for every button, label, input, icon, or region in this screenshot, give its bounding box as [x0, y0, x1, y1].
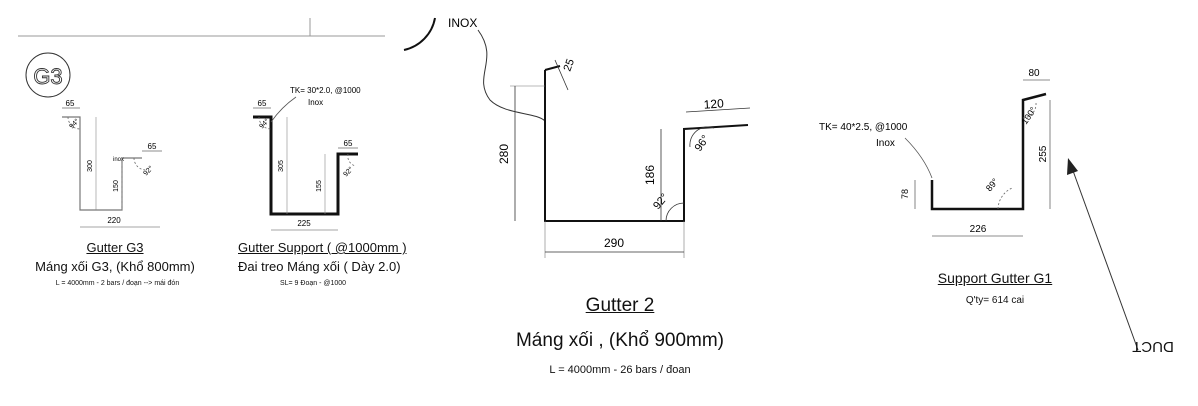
dim-label: 92° — [142, 164, 155, 177]
dim-label: 92° — [342, 165, 355, 178]
g1-profile — [930, 92, 1047, 211]
dim-label: 65 — [148, 142, 157, 151]
g1-quantity: Q'ty= 614 cai — [965, 295, 1025, 306]
g3-subtitle: Máng xối G3, (Khổ 800mm) — [35, 259, 195, 274]
dim-label: 89° — [984, 176, 1001, 193]
dim-label: 186 — [643, 165, 657, 185]
dim-label: 65 — [66, 99, 75, 108]
callout-arrow — [1071, 167, 1139, 351]
dim-label: 92° — [651, 191, 671, 211]
dim-label: 220 — [107, 216, 121, 225]
dim-label: 25 — [562, 57, 577, 73]
g1-title: Support Gutter G1 — [937, 270, 1053, 286]
angle-arc — [1022, 102, 1037, 119]
dim-label: 120 — [703, 96, 724, 111]
panel-g3: G3 65 94° 300 inox 150 65 92° 220 — [18, 18, 385, 228]
gutter2-profile — [544, 70, 749, 222]
support-spec: TK= 30*2.0, @1000 — [290, 86, 361, 95]
dim-label: 300 — [87, 160, 94, 172]
arrowhead-icon — [1067, 158, 1078, 175]
leader-line — [270, 96, 297, 123]
g1-material: Inox — [876, 138, 895, 149]
support-material: Inox — [308, 98, 323, 107]
dim-label: 225 — [297, 219, 311, 228]
angle-arc — [258, 116, 272, 130]
leader-line — [477, 29, 546, 122]
dim-label: 78 — [900, 189, 910, 199]
dim-label: 255 — [1038, 145, 1049, 162]
gutter2-subtitle: Máng xối , (Khổ 900mm) — [515, 330, 725, 351]
gutter2-note: L = 4000mm - 26 bars / đoan — [549, 364, 691, 376]
gutter2-title: Gutter 2 — [585, 295, 655, 316]
inox-label: inox — [113, 157, 124, 163]
inox-label: INOX — [448, 16, 477, 30]
support-subtitle: Đai treo Máng xối ( Dày 2.0) — [238, 259, 401, 274]
g3-note: L = 4000mm - 2 bars / đoạn --> mái đón — [55, 280, 180, 287]
g3-gutter-profile — [62, 116, 142, 211]
dim-label: 305 — [278, 160, 285, 172]
panel-support: TK= 30*2.0, @1000 Inox 65 94° 305 155 65… — [253, 86, 361, 231]
edge-label: DUCT — [1132, 338, 1174, 355]
g3-badge: G3 — [33, 64, 62, 89]
dim-label: 96° — [693, 133, 712, 154]
dim-label: 80 — [1028, 68, 1040, 79]
dim-label: 94° — [258, 117, 271, 130]
support-profile — [253, 115, 358, 216]
dim-label: 65 — [344, 139, 353, 148]
angle-arc — [347, 153, 357, 167]
panel-gutter2: INOX 25 280 186 120 96° 92° 290 — [403, 16, 751, 258]
angle-arc — [133, 157, 147, 171]
dim-label: 290 — [604, 236, 624, 250]
dim-label: 155 — [316, 180, 323, 192]
g3-title: Gutter G3 — [86, 240, 144, 255]
dim-label: 65 — [258, 99, 267, 108]
panel-g1: TK= 40*2.5, @1000 Inox 80 100° 255 78 89… — [819, 68, 1139, 351]
dim-label: 280 — [497, 144, 511, 164]
angle-arc — [997, 187, 1013, 210]
detail-callout-arc — [403, 17, 436, 51]
dim-line — [685, 107, 751, 113]
support-note: SL= 9 Đoạn - @1000 — [279, 280, 347, 287]
support-title: Gutter Support ( @1000mm ) — [238, 240, 407, 255]
dim-label: 150 — [113, 180, 120, 192]
angle-arc — [689, 126, 715, 148]
g1-spec: TK= 40*2.5, @1000 — [819, 122, 908, 133]
dim-label: 226 — [970, 224, 987, 235]
dim-label: 94° — [68, 117, 81, 130]
angle-arc — [67, 116, 81, 130]
angle-arc — [665, 202, 685, 222]
leader-line — [904, 137, 933, 179]
dim-line — [554, 59, 569, 91]
g3-badge-circle — [25, 52, 71, 98]
